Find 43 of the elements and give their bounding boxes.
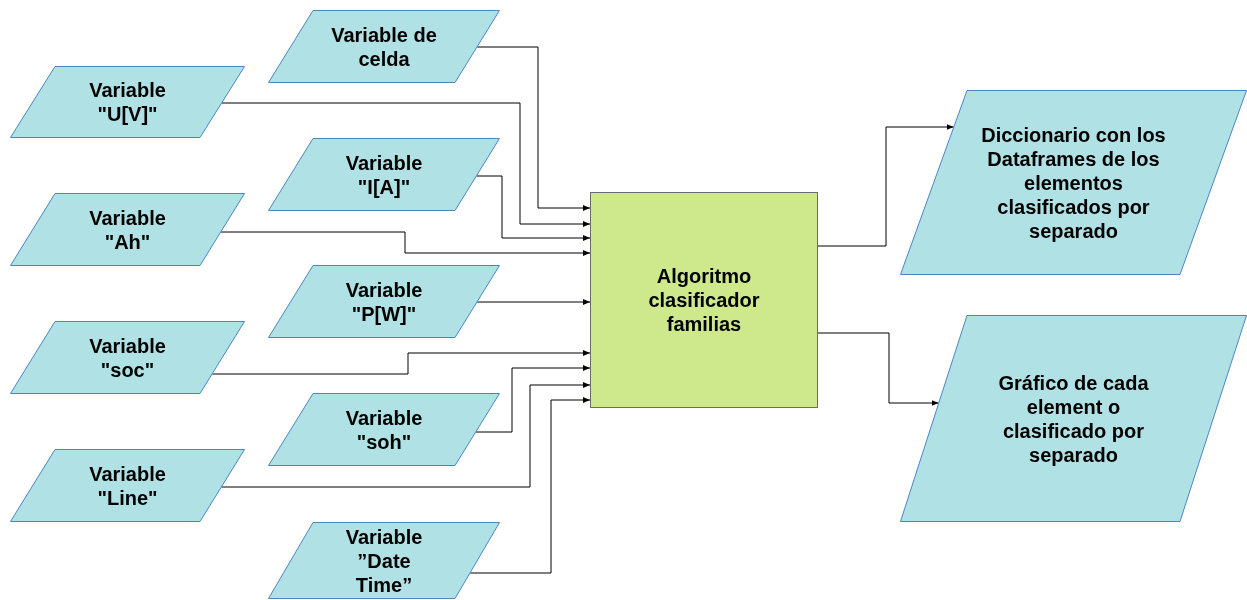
connector-arrow: [476, 299, 591, 305]
node-text: "U[V]": [97, 102, 158, 126]
data-parallelogram: [268, 265, 500, 338]
node-text: Variable: [345, 150, 423, 175]
data-parallelogram: [10, 193, 245, 266]
connector-arrow: [475, 365, 591, 433]
node-text: Variable: [89, 78, 166, 102]
connector-arrow: [221, 382, 591, 488]
connector-arrow: [476, 46, 591, 211]
data-parallelogram: [268, 138, 500, 211]
process-box: [590, 192, 818, 408]
connector-arrow: [469, 397, 591, 574]
data-parallelogram: [268, 10, 500, 83]
node-text: Variable: [345, 405, 423, 430]
data-parallelogram: [268, 393, 500, 466]
data-parallelogram: [10, 321, 245, 394]
data-parallelogram: [900, 315, 1247, 522]
node-text: "soh": [356, 429, 412, 454]
connector-arrow: [817, 124, 955, 247]
connector-arrow: [221, 102, 591, 227]
node-text: Variable de celda: [330, 22, 438, 71]
node-text: "I[A]": [357, 174, 411, 199]
node-text: Variable: [345, 524, 423, 549]
node-text: ”Date Time”: [354, 548, 414, 597]
connector-arrow: [476, 175, 591, 241]
node-text: Algoritmo clasificador familias: [647, 264, 761, 336]
node-text: Gráfico de cada element o clasificado por separado: [997, 370, 1150, 467]
node-text: "Ah": [104, 229, 151, 254]
data-parallelogram: [268, 522, 500, 599]
data-parallelogram: [900, 90, 1247, 275]
connector-arrow: [220, 231, 591, 256]
node-text: Diccionario con los Dataframes de los elementos clasificados por separado: [980, 122, 1167, 243]
node-text: "soc": [100, 357, 155, 382]
node-text: Variable: [345, 277, 423, 302]
connector-arrow: [211, 350, 591, 375]
connector-arrow: [817, 332, 939, 406]
node-text: Variable: [89, 205, 166, 230]
data-parallelogram: [10, 66, 245, 138]
data-parallelogram: [10, 449, 245, 522]
node-text: Variable: [89, 333, 166, 358]
node-text: "P[W]": [351, 301, 417, 326]
node-text: "Line": [97, 485, 158, 510]
node-text: Variable: [89, 461, 166, 486]
